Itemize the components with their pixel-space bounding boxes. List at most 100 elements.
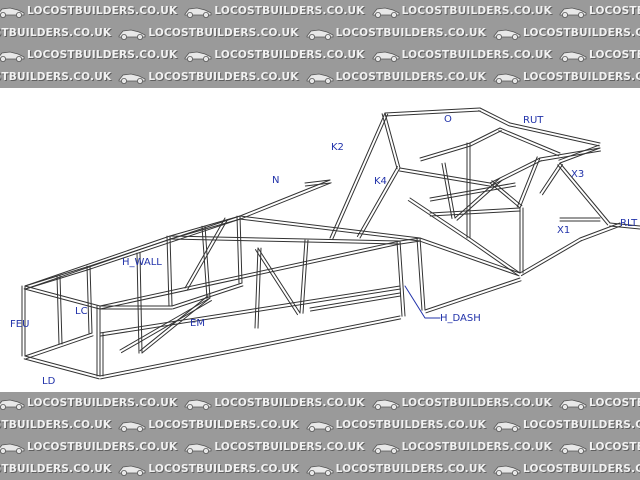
frame-tube (557, 164, 609, 226)
watermark-car-icon (118, 73, 146, 84)
frame-tube (384, 107, 481, 114)
watermark-car-icon (0, 399, 25, 410)
frame-tube (169, 238, 401, 245)
frame-tube (559, 147, 601, 164)
frame-tube (56, 275, 60, 345)
watermark-row: LOCOSTBUILDERS.CO.UKLOCOSTBUILDERS.CO.UK… (0, 414, 640, 436)
frame-tube (24, 285, 101, 307)
frame-tube (479, 107, 511, 124)
frame-tube (579, 222, 621, 239)
frame-tube (239, 215, 243, 284)
frame-tube (539, 162, 561, 194)
frame-tube (119, 297, 211, 351)
frame-tube (99, 315, 401, 377)
frame-tube (139, 295, 209, 352)
frame-tube (508, 125, 600, 147)
frame-tube (139, 252, 143, 354)
watermark-car-icon (306, 421, 334, 432)
frame-tube (429, 210, 521, 217)
frame-tube (99, 240, 401, 307)
frame-tube (418, 240, 520, 277)
watermark-text: LOCOSTBUILDERS.CO.UK (148, 26, 299, 39)
watermark-text: LOCOSTBUILDERS.CO.UK (27, 440, 178, 453)
frame-tube (542, 164, 563, 196)
frame-tube (99, 285, 401, 334)
frame-tube (384, 112, 401, 169)
frame-tube (257, 247, 301, 314)
frame-tube (407, 200, 469, 241)
frame-tube (498, 130, 560, 157)
watermark-text: LOCOSTBUILDERS.CO.UK (27, 48, 178, 61)
frame-tube (299, 239, 306, 314)
watermark-car-icon (184, 7, 212, 18)
frame-tube (136, 252, 140, 354)
frame-tube (580, 225, 622, 242)
watermark-text: LOCOSTBUILDERS.CO.UK (401, 48, 552, 61)
watermark-text: LOCOSTBUILDERS.CO.UK (588, 440, 640, 453)
watermark-car-icon (559, 443, 587, 454)
frame-tube (169, 235, 401, 242)
frame-tube (469, 237, 521, 274)
frame-tube (239, 179, 331, 217)
frame-tube (409, 197, 471, 239)
watermark-car-icon (0, 443, 25, 454)
label-K2: K2 (331, 142, 344, 153)
label-O: O (444, 114, 452, 125)
watermark-text: LOCOSTBUILDERS.CO.UK (214, 48, 365, 61)
frame-tube (302, 239, 309, 314)
frame-tube (399, 167, 491, 184)
frame-tube (519, 237, 581, 274)
label-LD: LD (42, 376, 56, 387)
frame-tube (429, 182, 516, 199)
frame-tube (609, 222, 640, 227)
frame-tube (399, 240, 406, 317)
watermark-text: LOCOSTBUILDERS.CO.UK (401, 4, 552, 17)
frame-tube (89, 215, 241, 267)
watermark-row: LOCOSTBUILDERS.CO.UK LOCOSTBUILDERS.CO.UK… (0, 0, 640, 22)
frame-tube (521, 240, 582, 277)
frame-tube (478, 110, 510, 127)
frame-tube (416, 237, 423, 311)
frame-tube (171, 282, 243, 307)
watermark-text: LOCOSTBUILDERS.CO.UK (401, 440, 552, 453)
watermark-car-icon (184, 399, 212, 410)
watermark-car-icon (306, 73, 334, 84)
frame-tube (419, 237, 426, 311)
frame-tube (304, 182, 331, 187)
watermark-row: LOCOSTBUILDERS.CO.UK LOCOSTBUILDERS.CO.UK… (0, 44, 640, 66)
watermark-car-icon (372, 399, 400, 410)
frame-tube (236, 215, 240, 284)
watermark-row: LOCOSTBUILDERS.CO.UKLOCOSTBUILDERS.CO.UK… (0, 66, 640, 88)
watermark-car-icon (306, 465, 334, 476)
watermark-text: LOCOSTBUILDERS.CO.UK (148, 418, 299, 431)
watermark-text: LOCOSTBUILDERS.CO.UK (588, 4, 640, 17)
frame-tube (240, 182, 332, 220)
watermark-car-icon (184, 51, 212, 62)
frame-tube (454, 177, 501, 219)
frame-tube (539, 147, 601, 159)
watermark-car-icon (493, 73, 521, 84)
frame-tube (121, 300, 212, 354)
frame-tube (90, 218, 242, 270)
frame-tube (187, 219, 229, 290)
watermark-text: LOCOSTBUILDERS.CO.UK (401, 396, 552, 409)
frame-tube (169, 235, 173, 307)
frame-tube (100, 243, 402, 310)
watermark-text: LOCOSTBUILDERS.CO.UK (27, 4, 178, 17)
frame-tube (509, 122, 601, 144)
frame-tube (255, 249, 298, 316)
spaceframe-tubes (21, 107, 640, 380)
frame-tube (257, 247, 262, 329)
frame-tube (425, 280, 522, 314)
frame-tube (519, 157, 541, 209)
watermark-band-bottom: LOCOSTBUILDERS.CO.UK LOCOSTBUILDERS.CO.UK… (0, 392, 640, 480)
watermark-car-icon (184, 443, 212, 454)
chassis-frame-svg (21, 107, 640, 380)
frame-tube (467, 240, 519, 276)
frame-tube (356, 166, 398, 237)
watermark-text: LOCOSTBUILDERS.CO.UK (148, 70, 299, 83)
frame-tube (420, 145, 472, 162)
watermark-car-icon (306, 29, 334, 40)
frame-tube (204, 225, 211, 299)
